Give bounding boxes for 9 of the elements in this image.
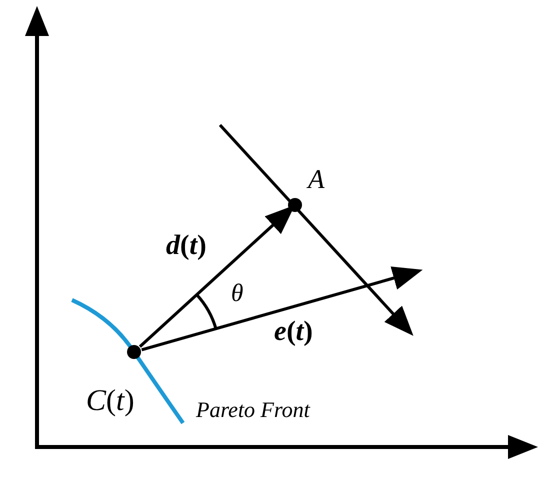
point-dot xyxy=(127,345,141,359)
point-label: C(t) xyxy=(86,386,134,416)
point-dot xyxy=(288,198,302,212)
edge-label: e(t) xyxy=(274,318,313,346)
vector-arrow xyxy=(141,266,423,352)
point-label: A xyxy=(308,166,324,193)
edge-label: d(t) xyxy=(166,232,206,260)
angle-symbol: θ xyxy=(231,281,244,306)
curve-label: Pareto Front xyxy=(196,399,310,421)
